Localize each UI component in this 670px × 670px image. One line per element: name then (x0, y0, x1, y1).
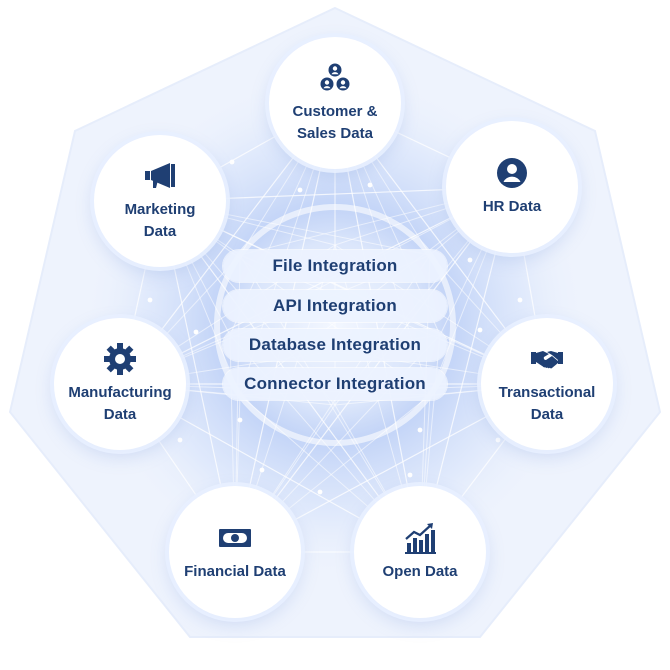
integration-pill-connector-integration[interactable]: Connector Integration (223, 368, 447, 400)
sparkle-dot (259, 467, 265, 473)
data-source-label: Marketing Data (124, 201, 196, 240)
banknote-icon (218, 521, 252, 555)
sparkle-dot (297, 187, 303, 193)
megaphone-icon (143, 159, 177, 193)
connection-line (119, 186, 513, 385)
sparkle-dot (477, 327, 483, 333)
users-group-icon (318, 61, 352, 95)
sparkle-dot (467, 257, 473, 263)
data-source-customer-sales[interactable]: Customer & Sales Data (269, 37, 401, 169)
data-source-label: HR Data (482, 198, 542, 215)
data-source-hr[interactable]: HR Data (446, 121, 578, 253)
data-source-marketing[interactable]: Marketing Data (94, 135, 226, 267)
user-circle-icon (495, 156, 529, 190)
integration-label: API Integration (273, 296, 397, 315)
data-source-manufacturing[interactable]: Manufacturing Data (54, 318, 186, 450)
integration-label: Connector Integration (244, 374, 426, 393)
data-source-label: Transactional Data (498, 384, 596, 423)
data-source-transactional[interactable]: Transactional Data (481, 318, 613, 450)
sparkle-dot (407, 472, 413, 478)
sparkle-dot (495, 437, 501, 443)
data-source-financial[interactable]: Financial Data (169, 486, 301, 618)
sparkle-dot (147, 297, 153, 303)
data-source-label: Manufacturing Data (68, 384, 172, 423)
sparkle-dot (367, 182, 373, 188)
data-source-label: Open Data (382, 563, 458, 580)
sparkle-dot (229, 159, 235, 165)
handshake-icon (530, 342, 564, 376)
sparkle-dot (177, 437, 183, 443)
integration-pill-api-integration[interactable]: API Integration (223, 290, 447, 322)
integration-pill-database-integration[interactable]: Database Integration (223, 329, 447, 361)
gear-icon (103, 342, 137, 376)
sparkle-dot (417, 427, 423, 433)
data-source-open[interactable]: Open Data (354, 486, 486, 618)
data-source-label: Customer & Sales Data (292, 103, 378, 142)
sparkle-dot (317, 489, 323, 495)
growth-chart-icon (403, 521, 437, 555)
sparkle-dots (147, 159, 523, 495)
sparkle-dot (517, 297, 523, 303)
connection-line (234, 102, 336, 553)
connection-line (334, 102, 421, 553)
sparkle-dot (193, 329, 199, 335)
sparkle-dot (237, 417, 243, 423)
integration-label: File Integration (272, 256, 398, 275)
integration-label: Database Integration (248, 335, 422, 354)
data-source-label: Financial Data (184, 563, 286, 580)
integration-pill-file-integration[interactable]: File Integration (223, 250, 447, 282)
